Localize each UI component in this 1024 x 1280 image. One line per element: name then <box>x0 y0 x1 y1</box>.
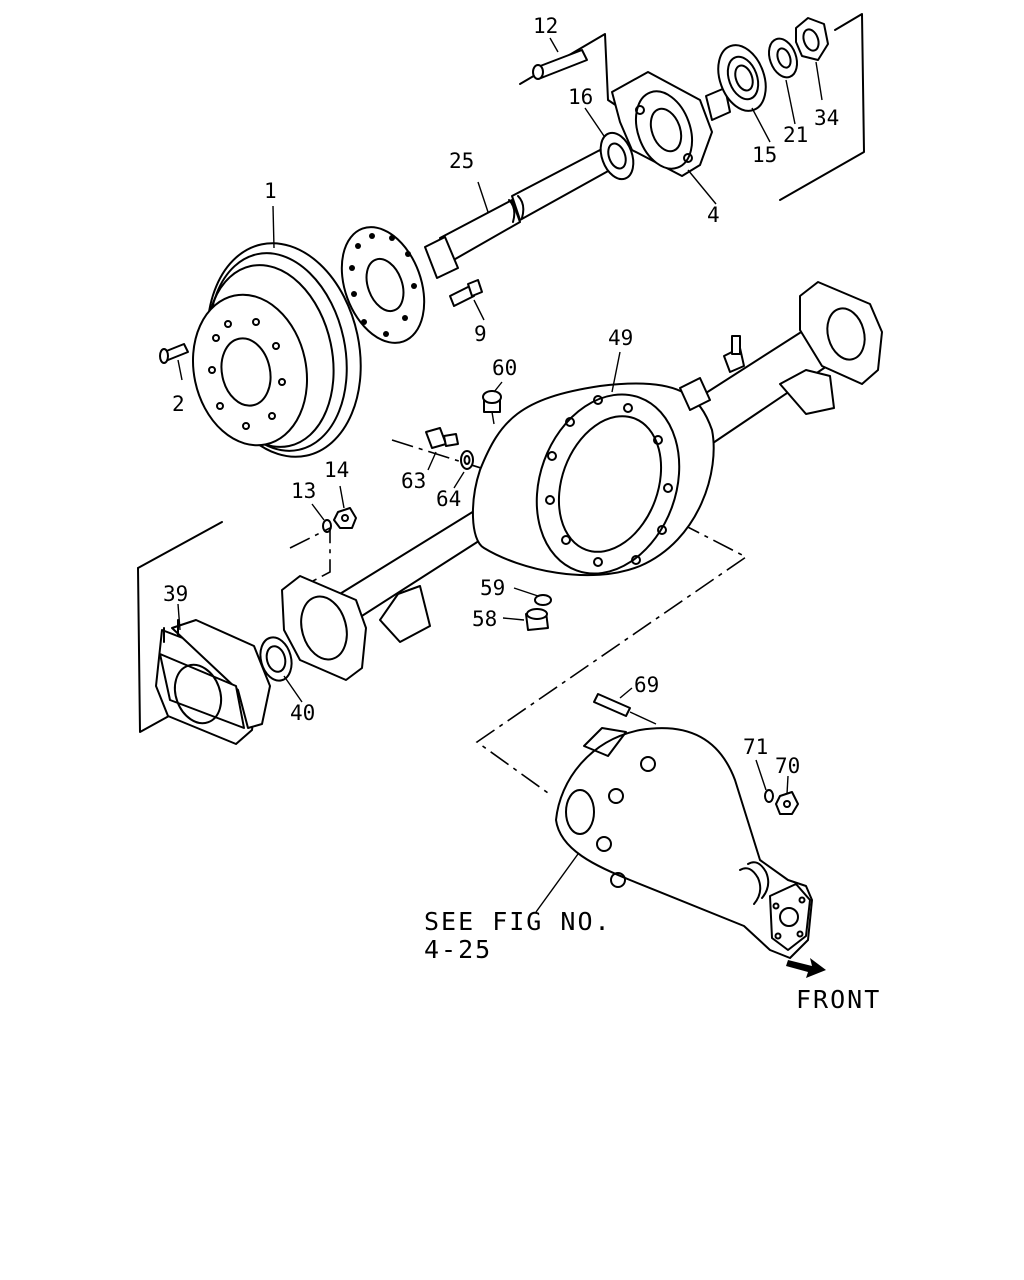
part-16-seal <box>599 131 635 181</box>
front-label: FRONT <box>796 985 881 1014</box>
callout-63: 63 <box>401 469 426 493</box>
callout-13: 13 <box>291 479 316 503</box>
part-9-hub-bolt <box>449 279 483 307</box>
part-58-drain-plug <box>525 608 549 631</box>
callout-21: 21 <box>783 123 808 147</box>
part-49-axle-housing <box>281 281 883 681</box>
part-14-nut <box>333 507 357 529</box>
part-4-bearing-holder <box>611 71 713 177</box>
part-40-oil-seal <box>259 636 293 682</box>
differential-carrier <box>555 727 813 959</box>
part-25-axle-shaft <box>340 149 611 344</box>
callout-58: 58 <box>472 607 497 631</box>
reference-notes: SEE FIG NO. 4-25 FRONT <box>424 907 881 1014</box>
part-2-screw <box>159 343 189 364</box>
callout-12: 12 <box>533 14 558 38</box>
part-59-washer <box>534 594 552 606</box>
callout-16: 16 <box>568 85 593 109</box>
part-64-washer <box>460 450 474 470</box>
callout-15: 15 <box>752 143 777 167</box>
part-69-stud <box>593 693 657 725</box>
part-12-pin <box>532 49 588 80</box>
callout-49: 49 <box>608 326 633 350</box>
part-1-brake-drum <box>191 242 362 458</box>
part-39-gasket <box>155 619 271 745</box>
part-60-breather <box>482 390 502 425</box>
callout-34: 34 <box>814 106 839 130</box>
part-15-bearing <box>705 44 767 121</box>
callout-14: 14 <box>324 458 349 482</box>
part-71-washer <box>764 789 774 803</box>
part-70-nut <box>775 791 799 815</box>
see-fig-note-line1: SEE FIG NO. <box>424 907 612 936</box>
part-21-lock-washer <box>767 37 799 79</box>
part-13-washer <box>322 519 332 533</box>
part-63-bolt <box>425 427 459 449</box>
callout-labels: 12 16 25 1 2 9 15 21 34 4 49 60 63 64 14… <box>163 14 839 778</box>
callout-1: 1 <box>264 179 277 203</box>
callout-64: 64 <box>436 487 461 511</box>
callout-9: 9 <box>474 322 487 346</box>
callout-39: 39 <box>163 582 188 606</box>
callout-59: 59 <box>480 576 505 600</box>
callout-60: 60 <box>492 356 517 380</box>
callout-4: 4 <box>707 203 720 227</box>
callout-69: 69 <box>634 673 659 697</box>
front-arrow-icon <box>786 958 826 978</box>
leader-lines <box>177 37 823 913</box>
callout-2: 2 <box>172 392 185 416</box>
callout-40: 40 <box>290 701 315 725</box>
part-34-lock-nut <box>795 17 829 61</box>
callout-71: 71 <box>743 735 768 759</box>
callout-25: 25 <box>449 149 474 173</box>
callout-70: 70 <box>775 754 800 778</box>
see-fig-note-line2: 4-25 <box>424 935 492 964</box>
